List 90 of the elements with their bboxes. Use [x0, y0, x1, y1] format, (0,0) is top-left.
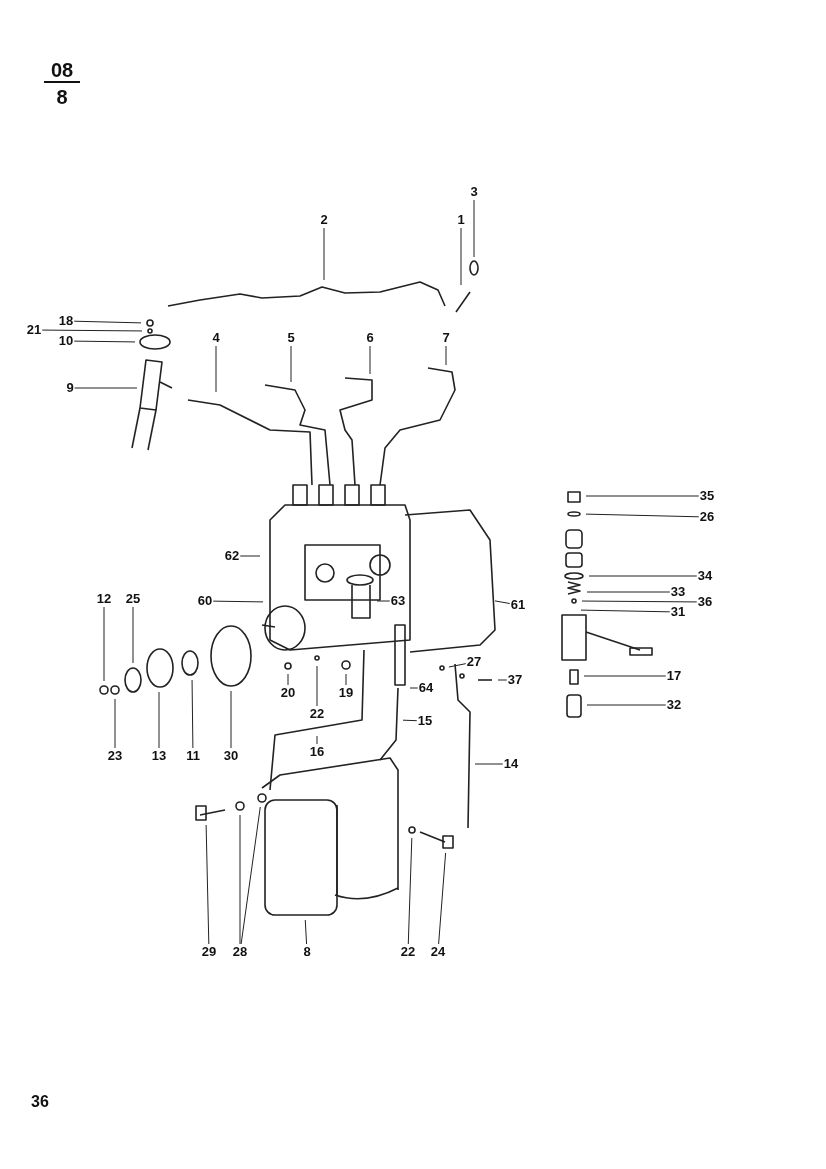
callout-number: 3 — [470, 185, 478, 199]
section-number: 08 — [50, 60, 74, 80]
callout-number: 62 — [224, 549, 240, 563]
callout-number: 28 — [232, 945, 248, 959]
callout-number: 17 — [666, 669, 682, 683]
callout-number: 7 — [442, 331, 450, 345]
callout-number: 26 — [699, 510, 715, 524]
callout-number: 60 — [197, 594, 213, 608]
callout-number: 14 — [503, 757, 519, 771]
leader-line — [73, 340, 136, 343]
callout-number: 23 — [107, 749, 123, 763]
callout-number: 8 — [303, 945, 311, 959]
callout-number: 36 — [697, 595, 713, 609]
callout-number: 29 — [201, 945, 217, 959]
callout-number: 19 — [338, 686, 354, 700]
leader-line — [132, 606, 134, 664]
leader-line — [369, 345, 371, 375]
leader-line — [114, 698, 116, 749]
callout-number: 35 — [699, 489, 715, 503]
leader-line — [586, 591, 671, 593]
leader-line — [290, 345, 292, 383]
leader-line — [41, 329, 143, 332]
leader-line — [497, 679, 508, 681]
callout-number: 6 — [366, 331, 374, 345]
callout-number: 2 — [320, 213, 328, 227]
section-number: 8 — [56, 87, 68, 107]
leader-line — [212, 600, 264, 603]
callout-number: 25 — [125, 592, 141, 606]
leader-line — [323, 227, 325, 281]
leader-line — [585, 495, 700, 497]
leader-line — [316, 665, 318, 707]
callout-number: 9 — [66, 381, 74, 395]
leader-line — [445, 345, 447, 366]
callout-number: 33 — [670, 585, 686, 599]
callout-number: 15 — [417, 714, 433, 728]
callout-number: 34 — [697, 569, 713, 583]
leader-line — [402, 719, 418, 722]
page-number: 36 — [31, 1092, 49, 1112]
leader-line — [580, 609, 671, 613]
leader-line — [376, 600, 391, 602]
leader-line — [473, 199, 475, 258]
callout-number: 24 — [430, 945, 446, 959]
leader-line — [73, 320, 142, 324]
leader-line — [460, 227, 462, 286]
callout-number: 32 — [666, 698, 682, 712]
leader-line — [588, 575, 698, 577]
leader-line — [215, 345, 217, 393]
leader-line — [474, 763, 504, 765]
leader-line — [585, 513, 700, 518]
leader-line — [316, 735, 318, 745]
callout-number: 27 — [466, 655, 482, 669]
callout-number: 5 — [287, 331, 295, 345]
leader-line — [191, 679, 194, 749]
leader-line — [448, 663, 467, 668]
callout-number: 13 — [151, 749, 167, 763]
callout-number: 20 — [280, 686, 296, 700]
leader-line — [345, 673, 347, 686]
leader-line — [230, 690, 232, 749]
callout-number: 30 — [223, 749, 239, 763]
leader-line — [409, 687, 419, 689]
callout-number: 12 — [96, 592, 112, 606]
leader-line — [581, 600, 698, 603]
leader-line — [287, 673, 289, 686]
leader-line — [494, 600, 511, 605]
callout-number: 18 — [58, 314, 74, 328]
leader-line — [74, 387, 138, 389]
callout-number: 11 — [186, 749, 200, 763]
callout-number: 1 — [457, 213, 465, 227]
callout-number: 37 — [507, 673, 523, 687]
leader-line — [304, 919, 308, 945]
leader-line — [438, 852, 447, 945]
leader-line — [103, 606, 105, 682]
leader-line — [407, 837, 413, 945]
callout-number: 61 — [510, 598, 526, 612]
leader-line — [158, 691, 160, 749]
callout-number: 10 — [58, 334, 74, 348]
callout-number: 31 — [670, 605, 686, 619]
callout-number: 16 — [309, 745, 325, 759]
callout-number: 21 — [26, 323, 42, 337]
leader-line — [240, 806, 261, 945]
leader-line — [239, 555, 261, 557]
callout-number: 22 — [309, 707, 325, 721]
callout-number: 64 — [418, 681, 434, 695]
callout-number: 4 — [212, 331, 220, 345]
callout-number: 22 — [400, 945, 416, 959]
leader-line — [239, 814, 241, 945]
leader-line — [586, 704, 667, 706]
callout-number: 63 — [390, 594, 406, 608]
leader-line — [583, 675, 667, 677]
leader-line — [205, 824, 210, 945]
